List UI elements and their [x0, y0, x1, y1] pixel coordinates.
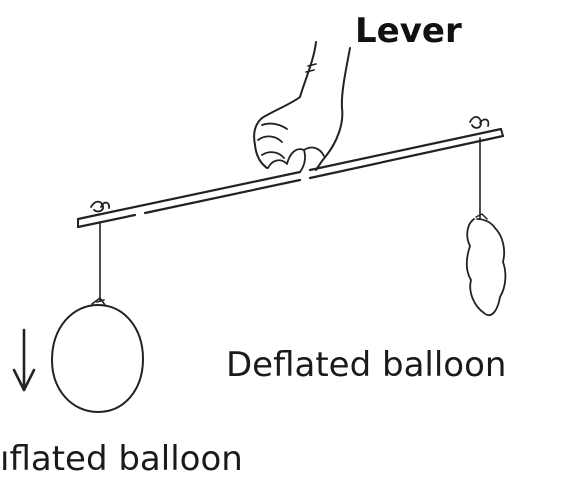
right-string [469, 116, 490, 219]
inflated-balloon-label: ıflated balloon [0, 439, 243, 479]
lever-label: Lever [355, 11, 462, 51]
inflated-balloon [51, 297, 144, 413]
deflated-balloon-label: Deflated balloon [226, 345, 506, 385]
left-string [90, 200, 110, 303]
deflated-balloon [465, 213, 507, 317]
lever-stick [76, 127, 505, 229]
hand-illustration [253, 41, 351, 173]
down-arrow-icon [12, 328, 36, 392]
